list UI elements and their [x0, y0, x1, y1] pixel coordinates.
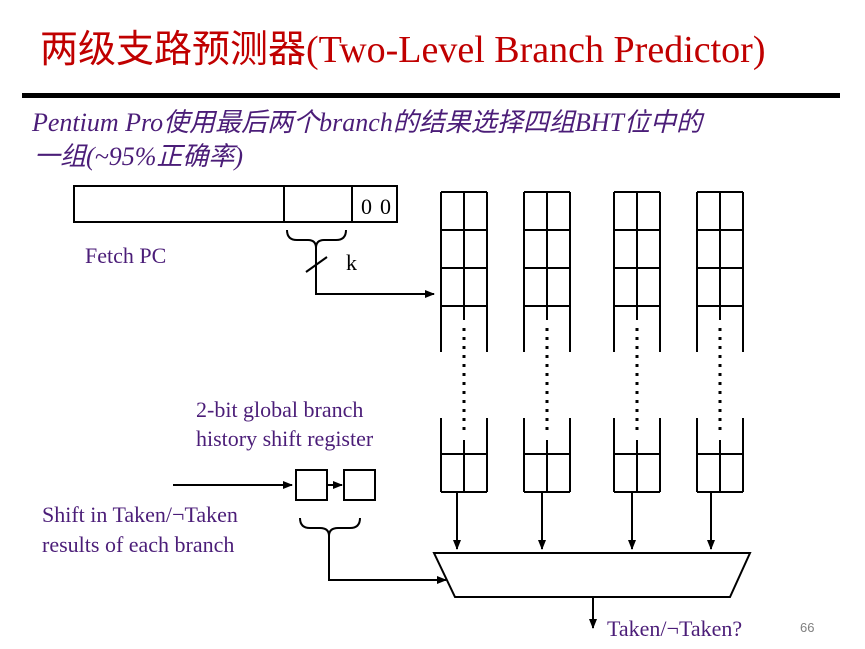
shift-in-label-1: Shift in Taken/¬Taken	[42, 502, 238, 527]
title-divider	[22, 93, 840, 98]
shift-in-label-2: results of each branch	[42, 532, 235, 557]
k-label: k	[346, 250, 357, 275]
fetch-pc-label: Fetch PC	[85, 243, 167, 268]
slide-subtitle: Pentium Pro使用最后两个branch的结果选择四组BHT位中的 一组(…	[32, 106, 832, 174]
page-number: 66	[800, 620, 815, 635]
history-brace	[299, 517, 447, 584]
fetch-pc-register: 0 0	[73, 185, 398, 223]
multiplexer	[432, 552, 752, 629]
pc-bit-0a: 0	[361, 194, 372, 219]
history-register-label-2: history shift register	[196, 426, 374, 451]
history-register-label-1: 2-bit global branch	[196, 397, 364, 422]
history-shift-register	[173, 469, 376, 501]
bht-column-4	[696, 191, 744, 550]
pc-bit-0b: 0	[380, 194, 391, 219]
slide-title: 两级支路预测器(Two-Level Branch Predictor)	[40, 29, 766, 71]
pc-index-brace	[286, 229, 435, 298]
bht-column-1	[440, 191, 488, 550]
bht-columns	[440, 191, 744, 550]
bht-column-2	[523, 191, 571, 550]
output-label: Taken/¬Taken?	[607, 616, 743, 641]
bht-column-3	[613, 191, 661, 550]
subtitle-line-1: Pentium Pro使用最后两个branch的结果选择四组BHT位中的	[32, 108, 702, 137]
k-bit-slash	[305, 256, 328, 273]
history-bit-1	[295, 469, 328, 501]
history-bit-2	[343, 469, 376, 501]
subtitle-line-2: 一组(~95%正确率)	[34, 142, 244, 171]
